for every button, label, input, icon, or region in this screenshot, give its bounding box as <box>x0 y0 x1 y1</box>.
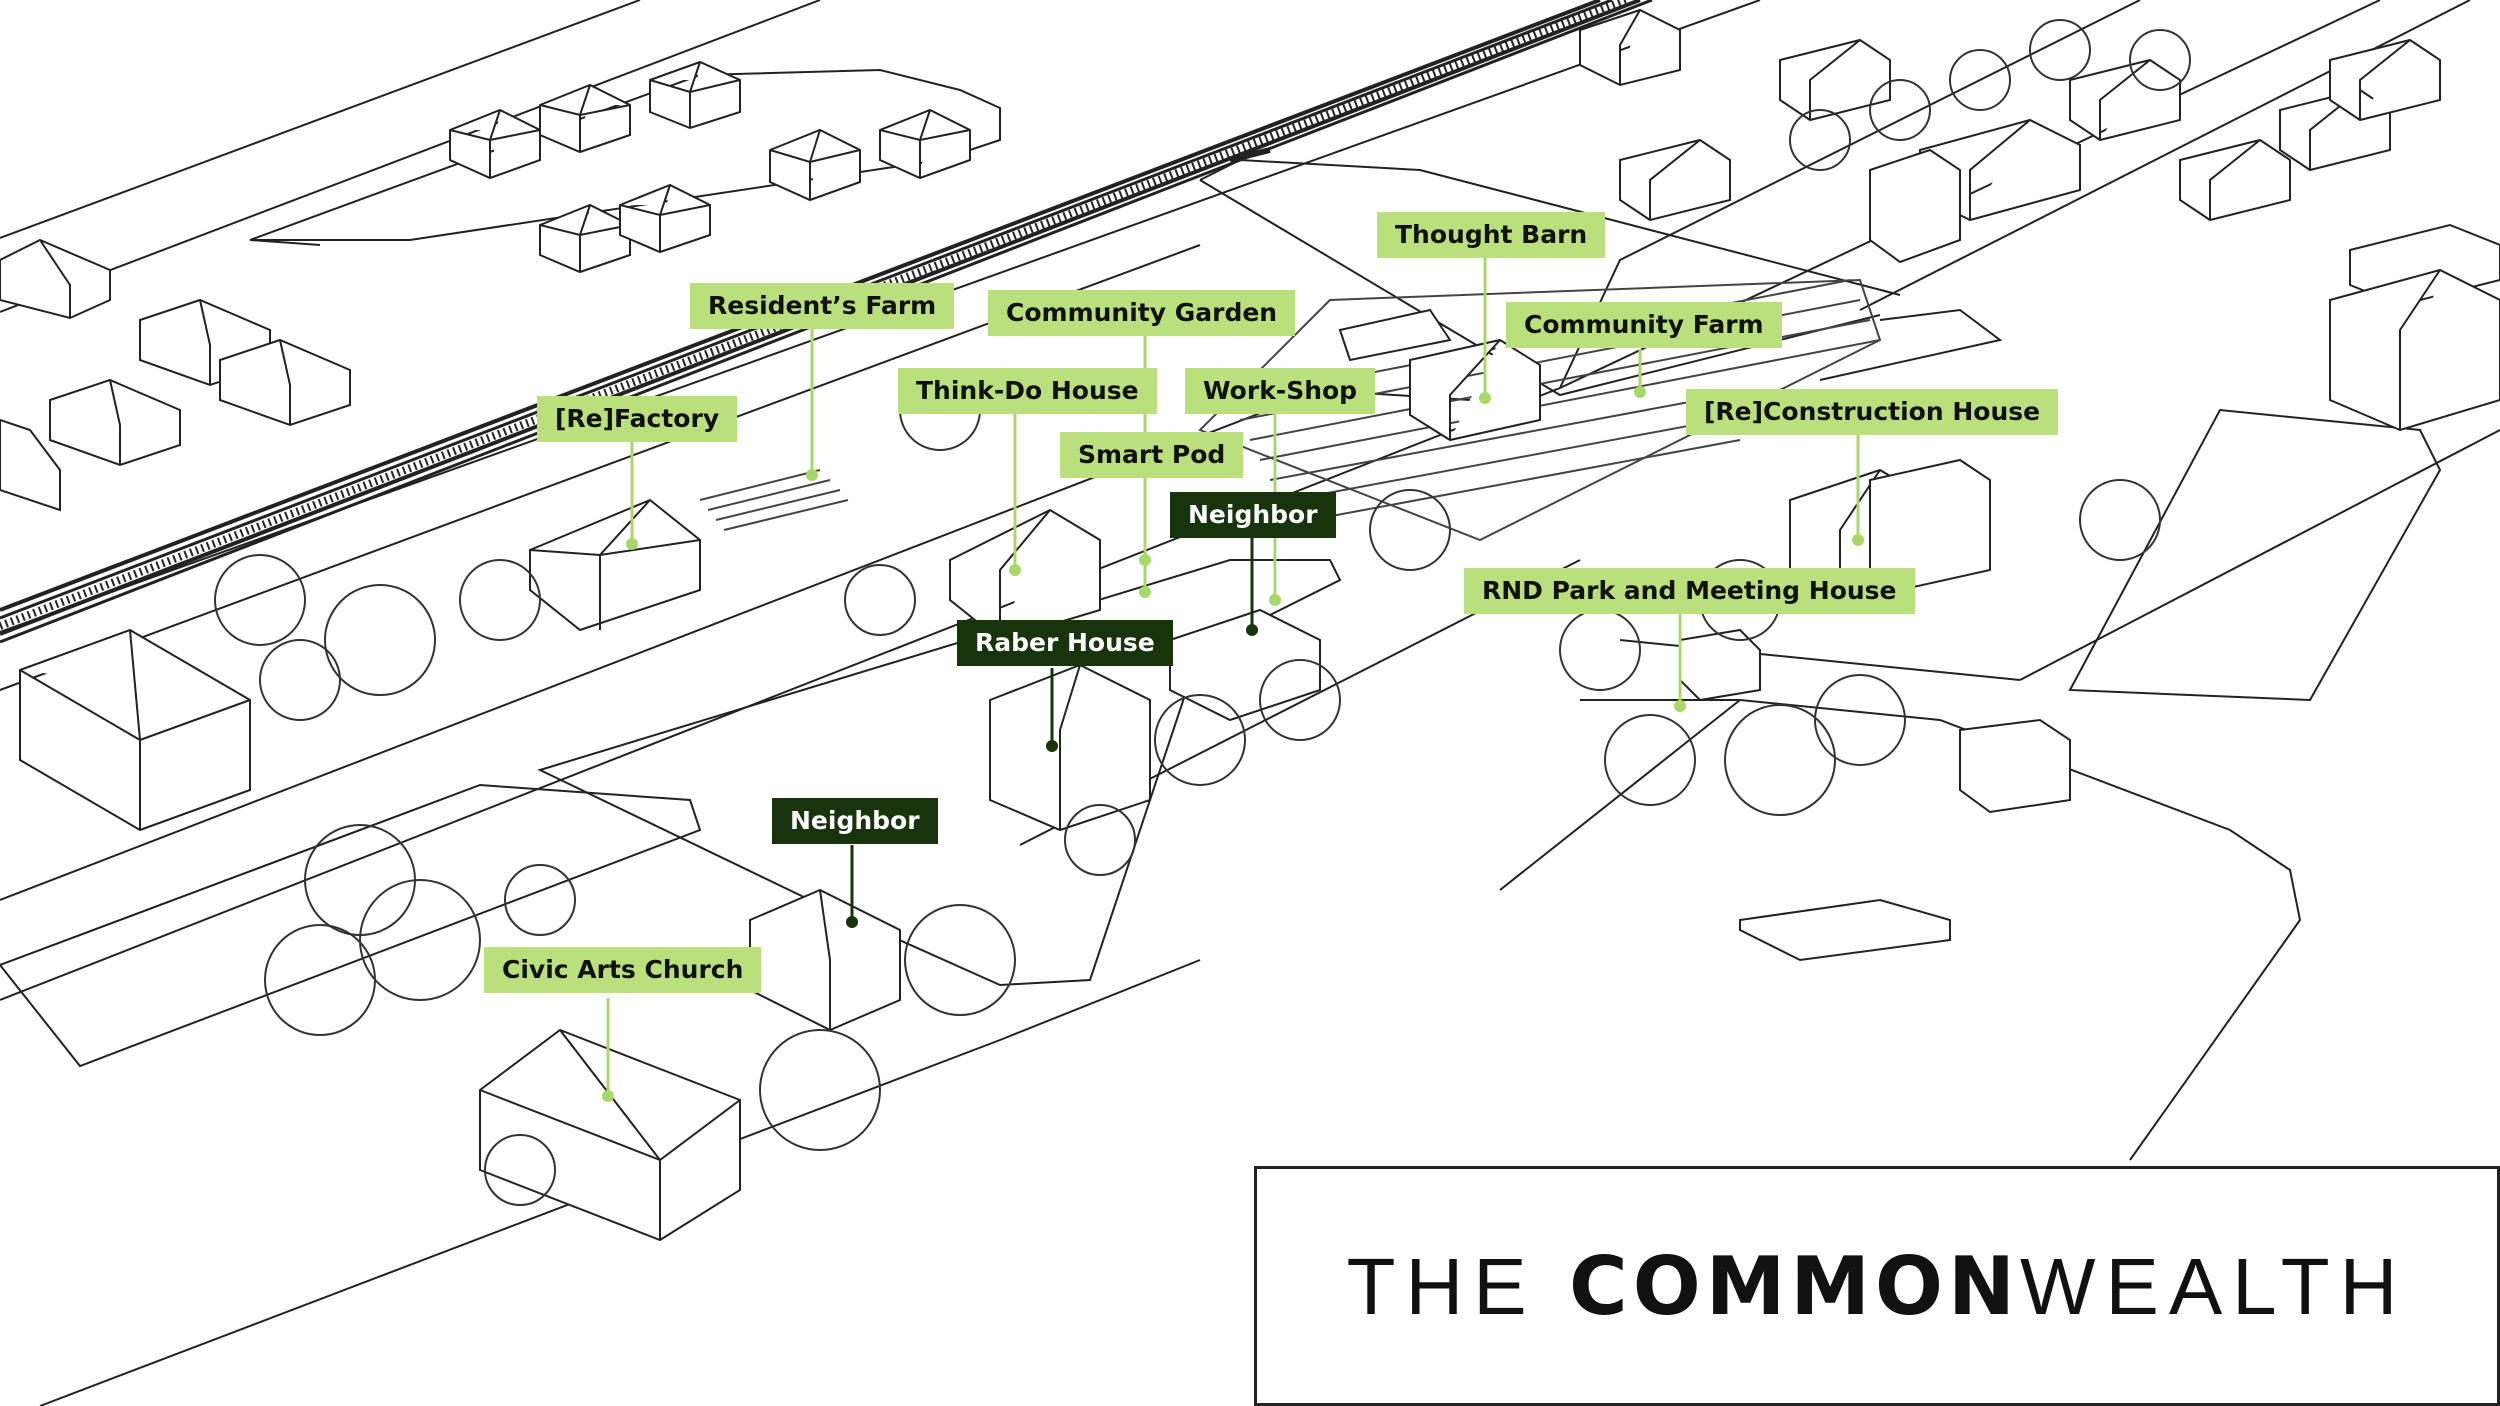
label-community-garden: Community Garden <box>988 290 1296 336</box>
leader-lines <box>606 258 1860 1094</box>
label-thought-barn: Thought Barn <box>1377 212 1606 258</box>
houses <box>0 8 2500 832</box>
label-community-farm: Community Farm <box>1506 302 1782 348</box>
leader-endpoints <box>602 386 1864 1102</box>
label-smart-pod: Smart Pod <box>1060 432 1244 478</box>
trees <box>214 19 2191 1206</box>
label-reconstruction-house: [Re]Construction House <box>1686 389 2059 435</box>
label-refactory: [Re]Factory <box>537 396 738 442</box>
label-think-do-house: Think-Do House <box>898 368 1157 414</box>
title-panel: THE COMMONWEALTH <box>1254 1166 2500 1406</box>
title-part-common: COMMON <box>1569 1240 2020 1333</box>
label-raber-house: Raber House <box>957 620 1173 666</box>
label-rnd-park: RND Park and Meeting House <box>1464 568 1915 614</box>
title-part-wealth: WEALTH <box>2019 1242 2408 1331</box>
label-neighbor-south: Neighbor <box>772 798 938 844</box>
title-part-the: THE <box>1346 1242 1537 1331</box>
label-residents-farm: Resident’s Farm <box>690 283 955 329</box>
label-work-shop: Work-Shop <box>1185 368 1376 414</box>
buildings <box>479 308 1991 1242</box>
project-title: THE COMMONWEALTH <box>1257 1237 2497 1337</box>
label-civic-arts-church: Civic Arts Church <box>484 947 762 993</box>
label-neighbor-north: Neighbor <box>1170 492 1336 538</box>
